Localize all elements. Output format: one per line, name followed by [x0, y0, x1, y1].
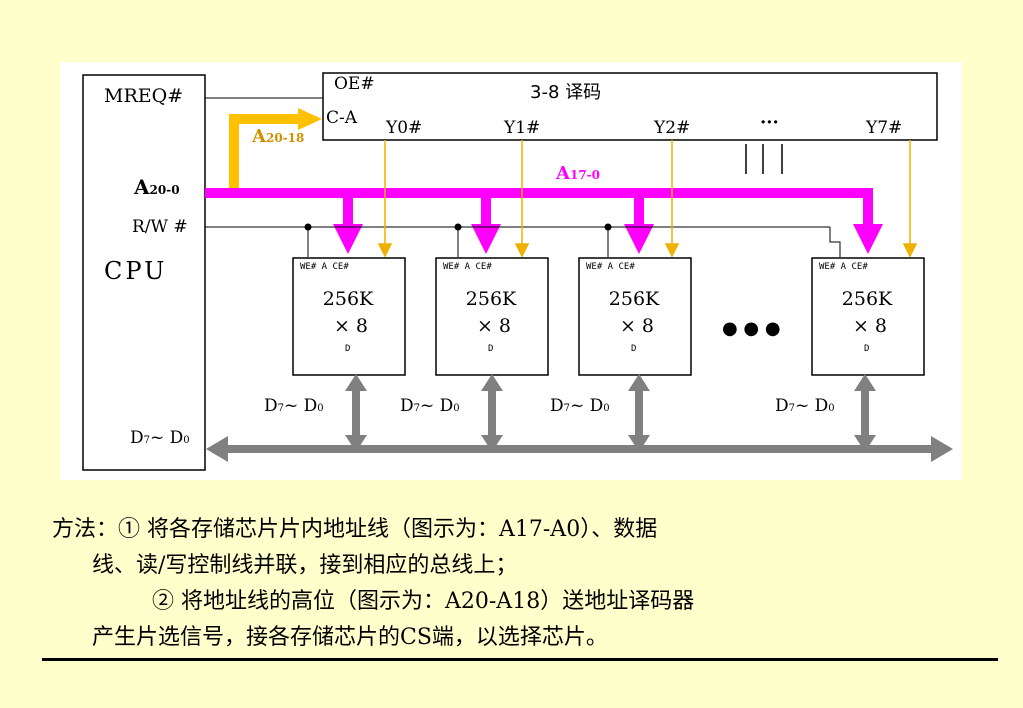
decoder-title: 3-8 译码: [530, 82, 602, 103]
description-line-1: 方法：① 将各存储芯片片内地址线（图示为：A17-A0）、数据: [52, 517, 658, 542]
mreq-label: MREQ#: [104, 85, 184, 107]
decoder-continuation-bars: [745, 144, 783, 174]
chip-data-arrows: [345, 374, 876, 452]
chip-3-width: × 8: [852, 315, 888, 337]
address-bus: [205, 188, 873, 198]
high-address-arrowhead: [298, 108, 322, 130]
chip-3-box: [811, 257, 925, 376]
chip-1-capacity: 256K: [465, 288, 517, 310]
description-line-3: ② 将地址线的高位（图示为：A20-A18）送地址译码器: [152, 589, 695, 614]
chip-2-box: [578, 257, 692, 376]
decoder-ca-label: C-A: [326, 108, 358, 128]
chip-2-data-label: D7~ D0: [550, 396, 610, 416]
memory-expansion-diagram: MREQ# A20-0 R/W # CPU D7~ D0 OE# C-A 3-8…: [60, 62, 962, 480]
bottom-divider: [42, 658, 998, 661]
chip-2-bottom: D: [631, 344, 637, 354]
decoder-oe-label: OE#: [334, 74, 375, 94]
description-line-2: 线、读/写控制线并联，接到相应的总线上；: [92, 553, 518, 578]
cpu-box: [82, 74, 206, 471]
chip-1-box: [435, 257, 549, 376]
decoder-output-y7: Y7#: [866, 118, 903, 138]
rw-label: R/W #: [132, 217, 188, 237]
chip-1-bottom: D: [488, 344, 494, 354]
chip-3-capacity: 256K: [841, 288, 893, 310]
chip-0-capacity: 256K: [322, 288, 374, 310]
description-line-4: 产生片选信号，接各存储芯片的CS端，以选择芯片。: [92, 625, 608, 650]
diagram-graphics: [82, 72, 953, 471]
chip-1-width: × 8: [476, 315, 512, 337]
high-address-label: A20-18: [252, 126, 305, 147]
chip-2-capacity: 256K: [608, 288, 660, 310]
chip-2-width: × 8: [619, 315, 655, 337]
cpu-name-label: CPU: [104, 257, 168, 285]
cpu-address-label: A20-0: [134, 175, 180, 199]
chip-select-lines: [377, 140, 918, 258]
method-description: 方法：① 将各存储芯片片内地址线（图示为：A17-A0）、数据 线、读/写控制线…: [52, 512, 952, 656]
cpu-data-label: D7~ D0: [130, 428, 190, 448]
chip-0-box: [292, 257, 406, 376]
address-bus-drops: [333, 193, 883, 254]
low-address-label: A17-0: [556, 163, 600, 184]
decoder-output-y1: Y1#: [504, 118, 541, 138]
high-address-line: [229, 114, 300, 192]
chip-1-data-label: D7~ D0: [400, 396, 460, 416]
chip-3-data-label: D7~ D0: [775, 396, 835, 416]
chip-0-data-label: D7~ D0: [264, 396, 324, 416]
rw-drops: [304, 223, 841, 257]
chip-ellipsis: ● ● ●: [722, 318, 781, 339]
chip-2-pins: WE# A CE#: [586, 262, 635, 272]
chip-0-pins: WE# A CE#: [300, 262, 349, 272]
decoder-box: [322, 72, 938, 141]
chip-3-bottom: D: [864, 344, 870, 354]
decoder-output-y0: Y0#: [386, 118, 423, 138]
chip-1-pins: WE# A CE#: [443, 262, 492, 272]
chip-3-pins: WE# A CE#: [819, 262, 868, 272]
chip-0-width: × 8: [333, 315, 369, 337]
decoder-output-y2: Y2#: [654, 118, 691, 138]
decoder-output-ellipsis: ···: [760, 112, 779, 133]
chip-0-bottom: D: [345, 344, 351, 354]
